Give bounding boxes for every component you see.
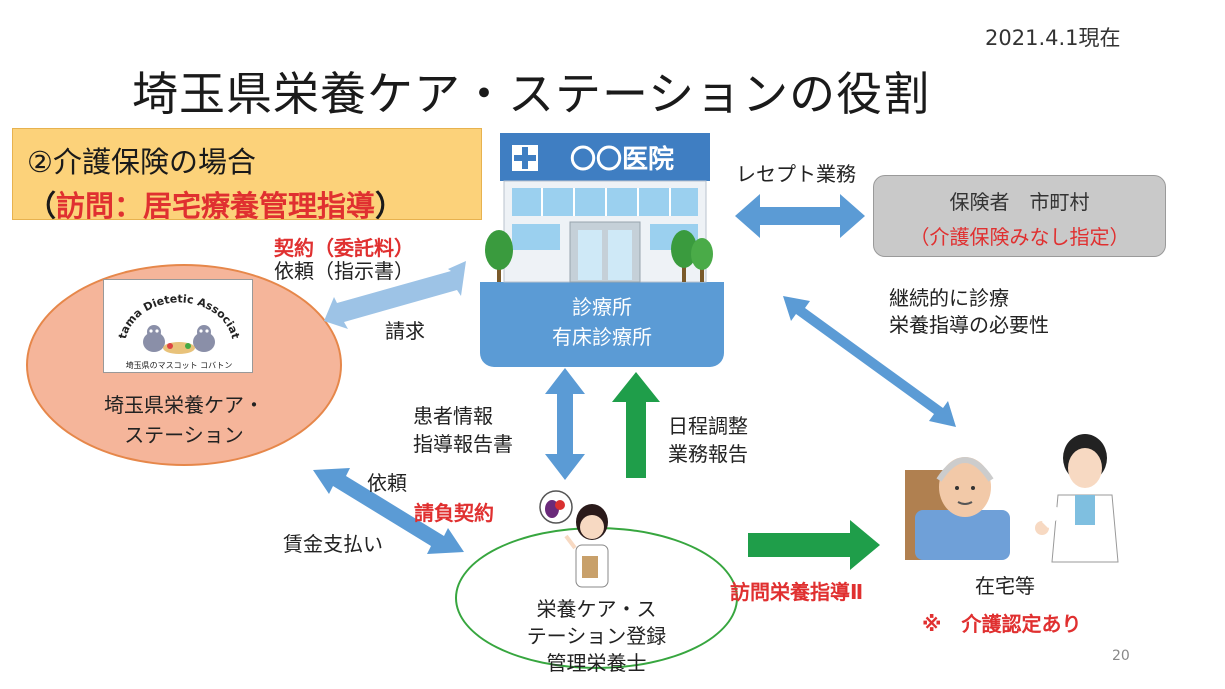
label-contract-fee: 契約（委託料） — [274, 236, 414, 260]
label-payment: 賃金支払い — [283, 532, 383, 556]
dietitian-icon — [539, 490, 609, 588]
sda-name-line2: ステーション — [124, 423, 244, 447]
insurer-designation: （介護保険みなし指定） — [909, 225, 1130, 249]
home-note: ※ 介護認定あり — [922, 612, 1082, 636]
sda-name: 埼玉県栄養ケア・ ステーション — [26, 390, 342, 450]
case-bracket-open: （ — [27, 189, 57, 223]
mascot-bird-icon — [143, 325, 215, 354]
label-visit-guidance: 訪問栄養指導Ⅱ — [730, 580, 864, 604]
label-schedule-2: 業務報告 — [668, 442, 748, 466]
clinic-node: 診療所 有床診療所 — [480, 282, 724, 367]
visit-guidance-arrow — [748, 520, 880, 570]
case-bracket-close: ） — [375, 189, 405, 223]
station-name-line1: 栄養ケア・ス — [536, 597, 657, 621]
sda-name-line1: 埼玉県栄養ケア・ — [104, 393, 264, 417]
case-box: ②介護保険の場合 （訪問：居宅療養管理指導） — [12, 128, 482, 223]
insurer-name: 保険者 市町村 — [949, 190, 1090, 214]
label-request: 依頼 — [367, 471, 407, 495]
patient-info-double-arrow — [545, 368, 585, 480]
sda-logo-art: Saitama Dietetic Association 埼玉県のマスコット コ… — [104, 280, 242, 370]
label-patient-info-1: 患者情報 — [413, 404, 493, 428]
clinic-sign: 〇〇医院 — [570, 144, 674, 175]
label-schedule-1: 日程調整 — [668, 414, 748, 438]
tree-icon — [485, 230, 713, 282]
label-claim: 請求 — [385, 319, 425, 343]
case-title: ②介護保険の場合 — [27, 145, 256, 179]
label-patient-info-2: 指導報告書 — [413, 432, 513, 456]
station-name-line3: 管理栄養士 — [546, 651, 647, 675]
schedule-up-arrow — [612, 372, 660, 478]
continued-care-double-arrow — [783, 296, 956, 427]
case-service-type: 訪問：居宅療養管理指導 — [56, 189, 376, 223]
page-number: 20 — [1112, 648, 1130, 664]
subcontract-double-arrow — [313, 468, 464, 554]
clinic-building-icon — [500, 133, 710, 283]
label-continued-care-1: 継続的に診療 — [889, 286, 1009, 310]
label-continued-care-2: 栄養指導の必要性 — [889, 313, 1049, 337]
station-name-line2: テーション登録 — [526, 624, 667, 648]
station-name: 栄養ケア・ス テーション登録 管理栄養士 — [455, 596, 738, 677]
sda-logo-caption: 埼玉県のマスコット コバトン — [126, 360, 233, 370]
case-subtitle: （訪問：居宅療養管理指導） — [27, 183, 467, 225]
page-title: 埼玉県栄養ケア・ステーションの役割 — [132, 67, 931, 121]
clinic-type-2: 有床診療所 — [552, 325, 652, 349]
insurer-box: 保険者 市町村 （介護保険みなし指定） — [873, 175, 1166, 257]
sda-logo: Saitama Dietetic Association 埼玉県のマスコット コ… — [103, 279, 253, 373]
label-receipt: レセプト業務 — [736, 162, 856, 186]
label-request-order: 依頼（指示書） — [274, 259, 414, 283]
label-subcontract: 請負契約 — [414, 501, 494, 525]
clinic-type-1: 診療所 — [572, 295, 632, 319]
home-caption: 在宅等 — [975, 574, 1035, 598]
date-stamp: 2021.4.1現在 — [985, 26, 1121, 50]
receipt-double-arrow — [735, 194, 865, 238]
contract-double-arrow — [324, 261, 466, 329]
home-visit-icon — [905, 434, 1119, 563]
